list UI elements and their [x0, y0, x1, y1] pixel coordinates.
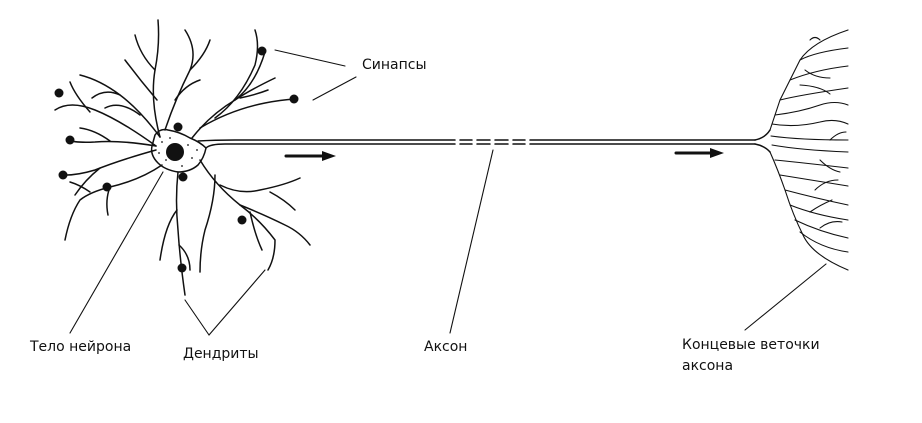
leader-line-synapses [274, 49, 346, 67]
axon-terminals [769, 29, 849, 271]
leader-lines [69, 49, 827, 336]
signal-direction-arrows [284, 148, 724, 161]
synapse-dot [178, 172, 188, 182]
leader-line-axon [449, 149, 494, 334]
leader-line-axon-terminals [744, 263, 827, 331]
leader-line-dendrites [208, 269, 266, 336]
synapse-dot [177, 263, 187, 273]
synapse-dot [54, 88, 64, 98]
label-axon-terminals-line1: Концевые веточки [682, 337, 820, 353]
label-dendrites: Дендриты [183, 346, 259, 362]
label-cell-body: Тело нейрона [30, 339, 132, 355]
cell-nucleus [166, 143, 184, 161]
leader-line-dendrites [184, 299, 210, 336]
synapse-dot [58, 170, 68, 180]
leader-line-synapses [312, 76, 357, 101]
synapse-dot [173, 122, 183, 132]
synapse-dot [65, 135, 75, 145]
dendrites [54, 19, 311, 296]
synapse-dot [289, 94, 299, 104]
arrow-right-icon [674, 148, 724, 158]
label-axon: Аксон [424, 339, 468, 355]
synapse-dot [102, 182, 112, 192]
leader-line-cell-body [69, 171, 164, 334]
synapse-dot [257, 46, 267, 56]
label-axon-terminals-line2: аксона [682, 358, 734, 374]
axon [197, 129, 771, 153]
synapse-dots [54, 46, 299, 273]
synapse-dot [237, 215, 247, 225]
arrow-right-icon [284, 151, 336, 161]
label-synapses: Синапсы [362, 57, 427, 73]
cell-body [150, 128, 207, 173]
